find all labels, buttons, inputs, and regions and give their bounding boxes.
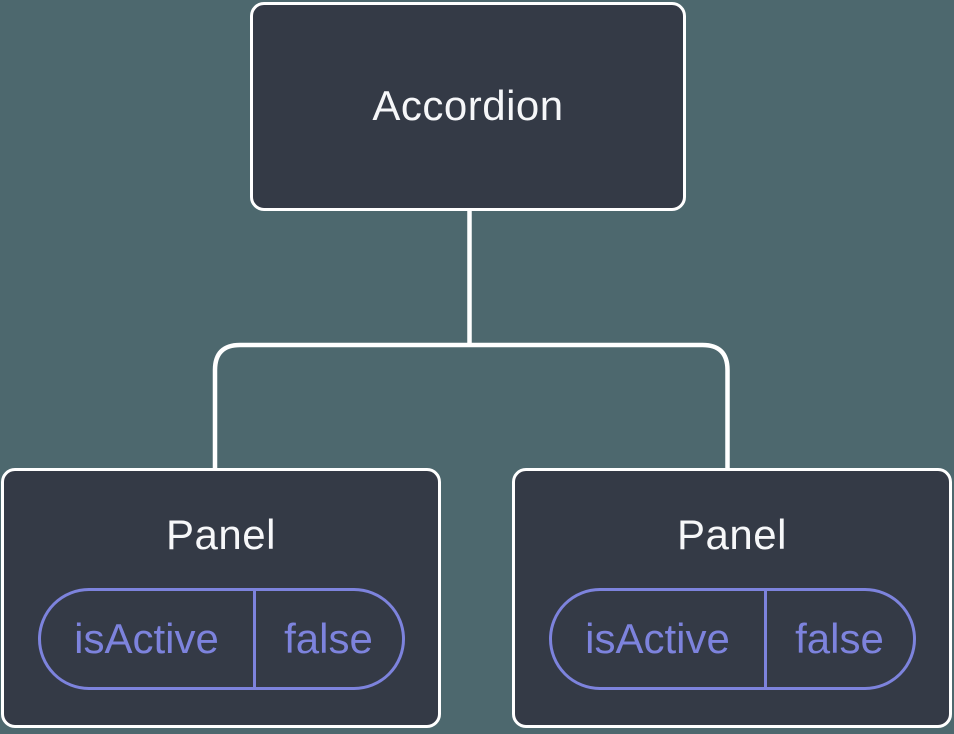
state-value-label: false (252, 591, 402, 688)
state-key-label: isActive (585, 615, 730, 663)
state-key-label: isActive (74, 615, 219, 663)
node-panel-right: Panel isActive false (512, 468, 952, 728)
node-panel-left: Panel isActive false (1, 468, 441, 728)
node-accordion-label: Accordion (372, 82, 564, 130)
node-panel-right-label: Panel (677, 511, 787, 558)
node-panel-left-label: Panel (166, 511, 276, 558)
state-pill-left: isActive false (37, 588, 405, 691)
node-accordion: Accordion (250, 2, 686, 211)
state-value-label: false (763, 591, 913, 688)
state-pill-right: isActive false (548, 588, 916, 691)
connector-branch (212, 342, 730, 470)
